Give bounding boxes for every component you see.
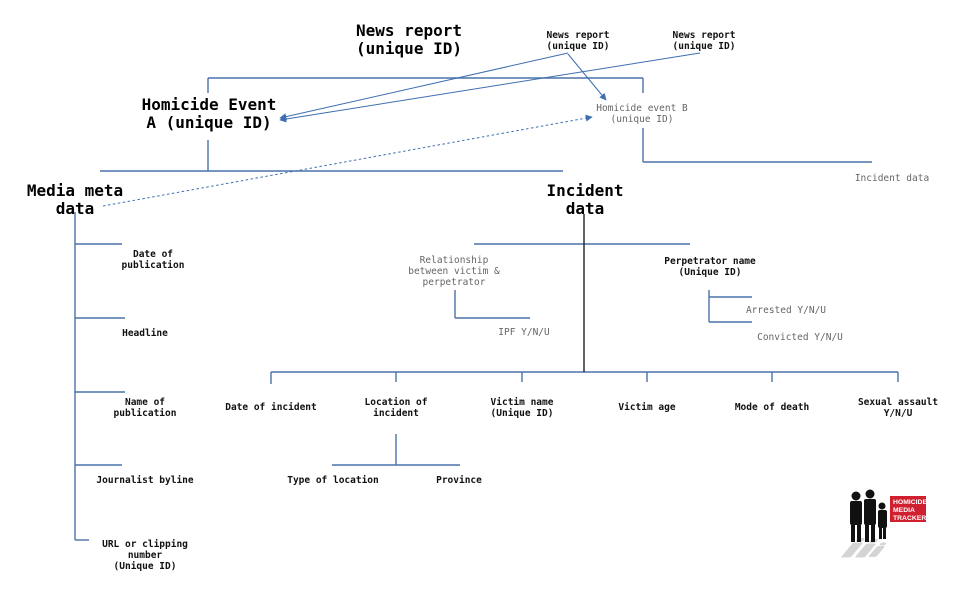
victim-name-label: Victim name	[490, 397, 554, 408]
news-report-id: (unique ID)	[356, 39, 462, 59]
homicide-event-b-id: (unique ID)	[610, 113, 674, 125]
sexual-assault-node: Sexual assault Y/N/U	[846, 397, 950, 420]
victim-name-node: Victim name (Unique ID)	[472, 397, 572, 420]
url-or-clipping-node: URL or clipping number (Unique ID)	[90, 539, 200, 573]
relationship-label: Relationship	[419, 255, 489, 266]
media-meta-data-node: Media meta data	[10, 181, 140, 219]
url-or-clipping-id: (Unique ID)	[113, 560, 177, 572]
incident-data-node: Incident data	[530, 181, 640, 219]
news-report-3-node: News report (unique ID)	[656, 30, 752, 53]
sexual-assault-values: Y/N/U	[883, 407, 913, 419]
sexual-assault-label: Sexual assault	[857, 397, 939, 408]
arrows	[102, 52, 701, 207]
arrested-label: Arrested Y/N/U	[745, 305, 827, 316]
logo-text-3: TRACKER	[893, 515, 926, 522]
date-of-publication-node: Date of publication	[108, 249, 198, 272]
province-label: Province	[436, 475, 482, 486]
news-report-3-id: (unique ID)	[672, 40, 736, 52]
incident-data-label-2: data	[565, 199, 605, 219]
relationship-node: Relationship between victim & perpetrato…	[394, 255, 514, 289]
perpetrator-name-label: Perpetrator name	[664, 256, 756, 267]
victim-name-id: (Unique ID)	[490, 407, 554, 419]
news-report-label: News report	[356, 21, 462, 40]
location-of-incident-label-2: incident	[373, 407, 419, 419]
date-of-publication-label: Date of	[132, 249, 174, 260]
mode-of-death-label: Mode of death	[734, 402, 810, 413]
connector-lines	[74, 77, 899, 541]
date-of-incident-label: Date of incident	[225, 402, 317, 413]
relationship-label-3: perpetrator	[422, 276, 486, 288]
name-of-publication-node: Name of publication	[100, 397, 190, 420]
location-of-incident-node: Location of incident	[352, 397, 440, 420]
incident-data-b-label: Incident data	[854, 173, 930, 184]
name-of-publication-label-2: publication	[113, 407, 177, 419]
media-meta-data-label: Media meta	[26, 181, 124, 200]
homicide-event-b-label: Homicide event B	[596, 103, 688, 114]
relationship-label-2: between victim &	[408, 265, 500, 277]
url-or-clipping-label-2: number	[127, 549, 163, 561]
perpetrator-name-node: Perpetrator name (Unique ID)	[652, 256, 768, 279]
date-of-publication-label-2: publication	[121, 259, 185, 271]
homicide-event-b-node: Homicide event B (unique ID)	[582, 103, 702, 126]
victim-age-label: Victim age	[618, 402, 676, 413]
news-report-node: News report (unique ID)	[334, 21, 484, 59]
homicide-event-a-node: Homicide Event A (unique ID)	[118, 95, 300, 133]
type-of-location-label: Type of location	[287, 475, 379, 486]
name-of-publication-label: Name of	[124, 397, 166, 408]
news-report-2-node: News report (unique ID)	[530, 30, 626, 53]
logo-text-2: MEDIA	[893, 507, 915, 514]
news-report-2-id: (unique ID)	[546, 40, 610, 52]
ipf-label: IPF Y/N/U	[498, 327, 550, 338]
perpetrator-name-id: (Unique ID)	[678, 266, 742, 278]
homicide-event-a-id: A (unique ID)	[146, 113, 272, 133]
convicted-label: Convicted Y/N/U	[757, 332, 843, 343]
incident-data-label: Incident	[546, 181, 624, 200]
journalist-byline-label: Journalist byline	[96, 475, 194, 486]
logo-text-1: HOMICIDE	[893, 499, 927, 506]
location-of-incident-label: Location of	[364, 397, 428, 408]
homicide-event-a-label: Homicide Event	[141, 95, 277, 114]
headline-label: Headline	[122, 328, 168, 339]
news-report-3-label: News report	[672, 30, 736, 41]
homicide-media-tracker-logo: HOMICIDE MEDIA TRACKER	[841, 489, 927, 558]
url-or-clipping-label: URL or clipping	[102, 539, 188, 550]
news-report-2-label: News report	[546, 30, 610, 41]
media-meta-data-label-2: data	[55, 199, 95, 219]
